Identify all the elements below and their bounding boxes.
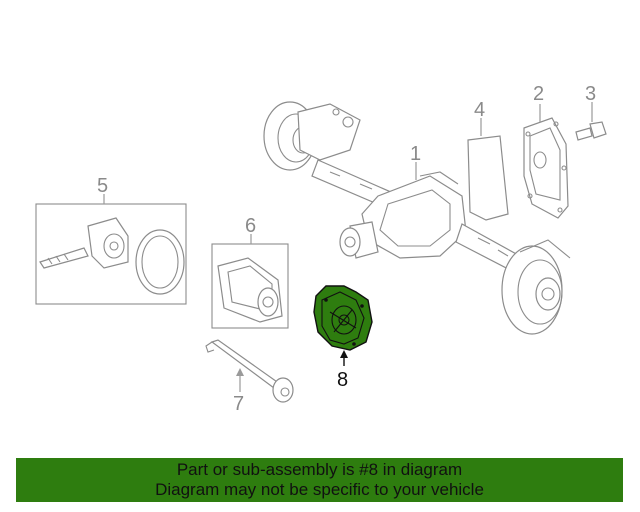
rear-axle-assembly[interactable]: [263, 101, 571, 335]
cover-gasket[interactable]: [467, 118, 509, 221]
differential-cover[interactable]: [523, 104, 569, 219]
callout-7: 7: [233, 393, 244, 415]
notice-banner: Part or sub-assembly is #8 in diagram Di…: [16, 458, 623, 502]
callout-2: 2: [533, 83, 544, 105]
differential-carrier-highlighted[interactable]: [313, 285, 373, 366]
callout-4: 4: [474, 99, 485, 121]
callout-5: 5: [97, 175, 108, 197]
carrier-housing-group[interactable]: [211, 234, 289, 329]
gear-kit-group[interactable]: [35, 194, 187, 305]
callout-8: 8: [337, 369, 348, 391]
callout-1: 1: [410, 143, 421, 165]
axle-shaft[interactable]: [205, 339, 294, 403]
callout-6: 6: [245, 215, 256, 237]
highlight-part-shape: [313, 285, 373, 351]
banner-line-2: Diagram may not be specific to your vehi…: [155, 480, 484, 499]
callout-3: 3: [585, 83, 596, 105]
cover-bolt[interactable]: [575, 102, 607, 141]
banner-line-1: Part or sub-assembly is #8 in diagram: [176, 460, 463, 479]
